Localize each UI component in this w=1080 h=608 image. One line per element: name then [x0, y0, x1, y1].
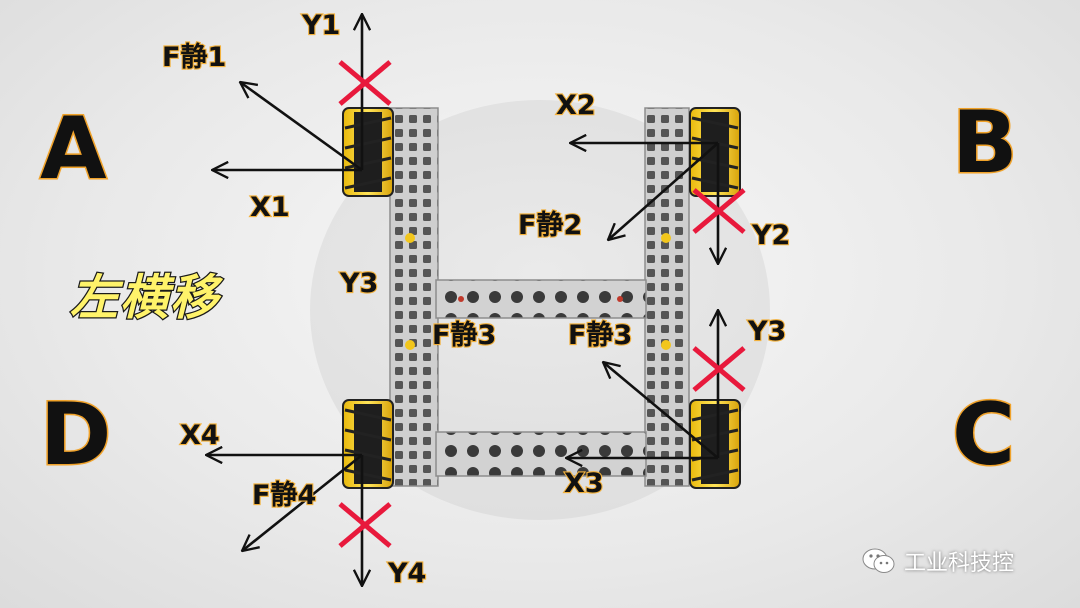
label-x2: X2: [555, 90, 597, 121]
cancel-marks: [338, 60, 746, 548]
label-y4: Y4: [387, 558, 428, 589]
cross-mark-icon: [338, 502, 392, 548]
right-rail: [644, 107, 690, 487]
corner-label-c: C: [950, 385, 1016, 485]
cross-mark-icon: [692, 188, 746, 234]
arrow-f1: [240, 82, 363, 172]
label-x3: X3: [563, 468, 605, 499]
yellow-bearing: [405, 233, 415, 243]
wechat-icon: [862, 548, 895, 573]
bottom-crossbar: [435, 431, 647, 477]
chassis: [310, 100, 770, 520]
wheel-d: [342, 399, 394, 489]
label-f3-right: F静3: [567, 320, 633, 351]
arrow-f3: [603, 362, 719, 459]
label-f4: F静4: [251, 480, 317, 511]
cross-mark-icon: [692, 346, 746, 392]
watermark: 工业科技控: [862, 545, 1014, 577]
cross-mark-icon: [338, 60, 392, 106]
red-mark: [458, 296, 464, 302]
middle-crossbar: [435, 279, 647, 319]
left-rail: [389, 107, 439, 487]
watermark-text: 工业科技控: [904, 551, 1015, 576]
arrow-f2: [608, 142, 719, 240]
corner-label-d: D: [38, 385, 112, 485]
label-x4: X4: [179, 420, 221, 451]
yellow-bearing: [661, 233, 671, 243]
label-y3-left: Y3: [339, 268, 380, 299]
red-mark: [617, 296, 623, 302]
label-f3-left: F静3: [431, 320, 497, 351]
label-f1: F静1: [161, 42, 227, 73]
label-f2: F静2: [517, 210, 583, 241]
force-arrows: [206, 14, 718, 586]
yellow-bearing: [661, 340, 671, 350]
corner-label-b: B: [951, 93, 1020, 193]
label-y3-right: Y3: [747, 316, 788, 347]
arrow-f4: [242, 453, 363, 551]
yellow-bearing: [405, 340, 415, 350]
wheel-a: [342, 107, 394, 197]
wheel-b: [689, 107, 741, 197]
wheel-c: [689, 399, 741, 489]
label-y1: Y1: [301, 10, 342, 41]
corner-label-a: A: [39, 99, 109, 199]
diagram-title: 左横移: [69, 270, 221, 326]
label-x1: X1: [249, 192, 291, 223]
label-y2: Y2: [751, 220, 792, 251]
